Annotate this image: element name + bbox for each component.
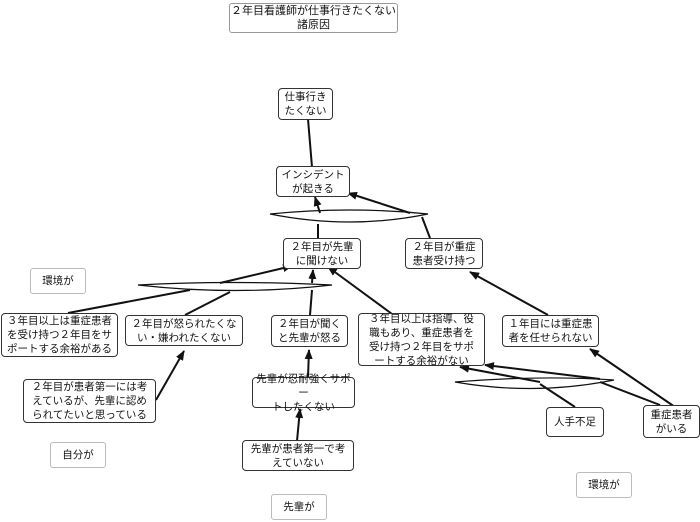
edge-juushou-iru-to-ichinen <box>589 348 676 408</box>
junction-sannen-shidou <box>454 377 615 390</box>
node-senpai-kanja-daiichi: 先輩が患者第一で考 えていない <box>242 440 354 471</box>
label-jibun: 自分が <box>50 442 106 468</box>
label-kankyou-right: 環境が <box>576 472 632 498</box>
label-senpai: 先輩が <box>271 494 327 520</box>
node-juushou-uke: ２年目が重症 患者受け持つ <box>405 238 483 269</box>
node-shigoto-ikitakunai: 仕事行き たくない <box>278 88 333 120</box>
edge-juushou-iru-to-junction <box>599 381 661 406</box>
label-kankyou-left: 環境が <box>30 268 86 294</box>
edge-juushou-to-junction <box>421 216 431 239</box>
node-sannen-yoyuu-aru: ３年目以上は重症患者 を受け持つ２年目をサ ポートする余裕がある <box>1 313 118 357</box>
edge-junction-to-incident-b <box>347 191 411 214</box>
edge-junction-to-incident <box>313 196 322 214</box>
edge-junction-to-sannen-shidou <box>484 362 601 380</box>
edge-nintai-to-kiku-okoru <box>304 349 313 378</box>
edge-ichinen-to-juushou <box>469 271 549 316</box>
edge-junction-to-kikenai-b <box>308 269 317 284</box>
edge-junction-to-sannen-shidou-b <box>459 364 541 383</box>
node-hitode-busoku: 人手不足 <box>546 407 604 437</box>
node-kanja-daiichi: ２年目が患者第一には考 えているが、先輩に認め られてたいと思っている <box>23 379 156 423</box>
node-kikenai: ２年目が先輩 に聞けない <box>283 238 361 269</box>
node-ichinen: １年目には重症患 者を任せられない <box>502 315 599 347</box>
edge-hitode-to-junction <box>539 383 576 408</box>
node-sannen-yoyuu-nai: ３年目以上は指導、役 職もあり、重症患者を 受け持つ２年目をサポ ートする余裕が… <box>358 313 485 367</box>
edge-kiku-okoru-to-junction <box>309 289 313 316</box>
node-okorare-takunai: ２年目が怒られたくな い・嫌われたくない <box>125 315 243 346</box>
edge-senpai-kanja-to-nintai <box>295 408 304 442</box>
node-juushou-iru: 重症患者 がいる <box>643 405 700 438</box>
edge-junction-to-kikenai-a <box>219 264 293 284</box>
node-nintai: 先輩が忍耐強くサポー トしたくない <box>252 373 355 413</box>
node-incident: インシデント が起きる <box>276 166 350 197</box>
edge-kanja-daiichi-to-okorare <box>155 350 185 401</box>
junction-kikenai <box>137 281 333 292</box>
edge-sannen-shidou-to-kikenai <box>327 266 393 315</box>
node-kiku-okoru: ２年目が聞く と先輩が怒る <box>271 315 348 347</box>
diagram-title: ２年目看護師が仕事行きたくない 諸原因 <box>229 3 398 33</box>
edge-okorare-to-junction <box>184 291 231 316</box>
edge-sannen-yoyuu-to-junction <box>67 289 191 314</box>
